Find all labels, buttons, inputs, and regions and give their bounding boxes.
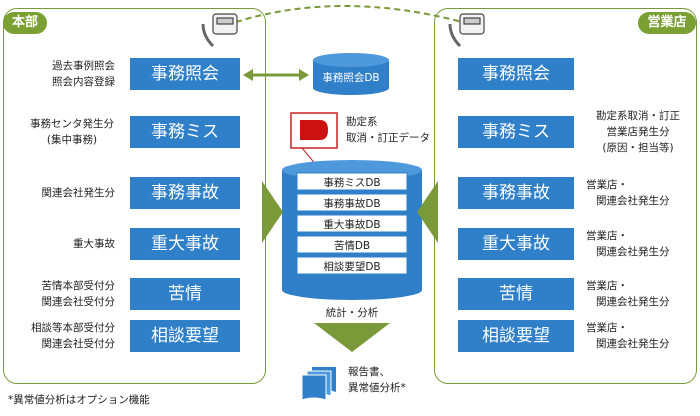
- branch-note-request: 営業店・関連会社発生分: [586, 322, 670, 350]
- inquiry-db-cylinder-icon: [313, 53, 389, 95]
- hq-note-complaint: 苦情本部受付分関連会社受付分: [41, 280, 116, 308]
- phone-link-dashed-line: [235, 5, 463, 23]
- hq-box-major-incident: 重大事故: [130, 228, 240, 260]
- branch-box-mistake: 事務ミス: [458, 116, 574, 148]
- hq-note-incident: 関連会社発生分: [41, 187, 116, 199]
- report-documents-icon: [301, 367, 336, 401]
- branch-note-incident: 営業店・関連会社発生分: [586, 179, 670, 207]
- left-input-arrow-icon: [262, 181, 283, 243]
- db-item-incident: 事務事故DB: [323, 198, 381, 210]
- db-item-complaint: 苦情DB: [333, 240, 371, 252]
- branch-note-mistake: 勘定系取消・訂正営業店発生分(原因・担当等): [596, 110, 680, 154]
- branch-note-major-incident: 営業店・関連会社発生分: [586, 230, 670, 258]
- branch-box-major-incident: 重大事故: [458, 228, 574, 260]
- source-data-document-icon: [290, 112, 338, 173]
- inquiry-db-label: 事務照会DB: [322, 72, 380, 84]
- hq-box-incident: 事務事故: [130, 177, 240, 209]
- hq-box-complaint: 苦情: [130, 278, 240, 310]
- right-input-arrow-icon: [417, 181, 438, 243]
- report-label: 報告書、異常値分析*: [348, 366, 406, 394]
- stats-analysis-label: 統計・分析: [325, 307, 379, 319]
- branch-title-badge: 営業店: [638, 12, 696, 34]
- hq-note-request: 相談等本部受付分関連会社受付分: [31, 322, 115, 350]
- db-item-mistake: 事務ミスDB: [323, 177, 381, 189]
- branch-note-complaint: 営業店・関連会社発生分: [586, 280, 670, 308]
- db-item-major-incident: 重大事故DB: [323, 219, 381, 231]
- footnote: *異常値分析はオプション機能: [8, 394, 150, 406]
- hq-box-inquiry: 事務照会: [130, 58, 240, 90]
- branch-box-incident: 事務事故: [458, 177, 574, 209]
- source-data-label: 勘定系取消・訂正データ: [346, 116, 430, 144]
- branch-panel: [434, 8, 697, 384]
- phone-icon-left: [201, 13, 238, 48]
- branch-box-inquiry: 事務照会: [458, 58, 574, 90]
- hq-title-badge: 本部: [3, 12, 47, 34]
- hq-note-mistake: 事務センタ発生分(集中事務): [30, 118, 114, 146]
- double-arrow-icon: [243, 69, 309, 81]
- db-item-request: 相談要望DB: [323, 261, 381, 273]
- phone-icon-right: [448, 13, 485, 48]
- hq-box-request: 相談要望: [130, 320, 240, 352]
- branch-box-complaint: 苦情: [458, 278, 574, 310]
- hq-note-inquiry: 過去事例照会照会内容登録: [52, 60, 115, 88]
- hq-box-mistake: 事務ミス: [130, 116, 240, 148]
- hq-note-major-incident: 重大事故: [73, 238, 115, 250]
- down-arrow-icon: [314, 323, 390, 352]
- branch-box-request: 相談要望: [458, 320, 574, 352]
- hq-panel: [3, 8, 266, 384]
- main-db-cylinder-icon: [282, 160, 422, 300]
